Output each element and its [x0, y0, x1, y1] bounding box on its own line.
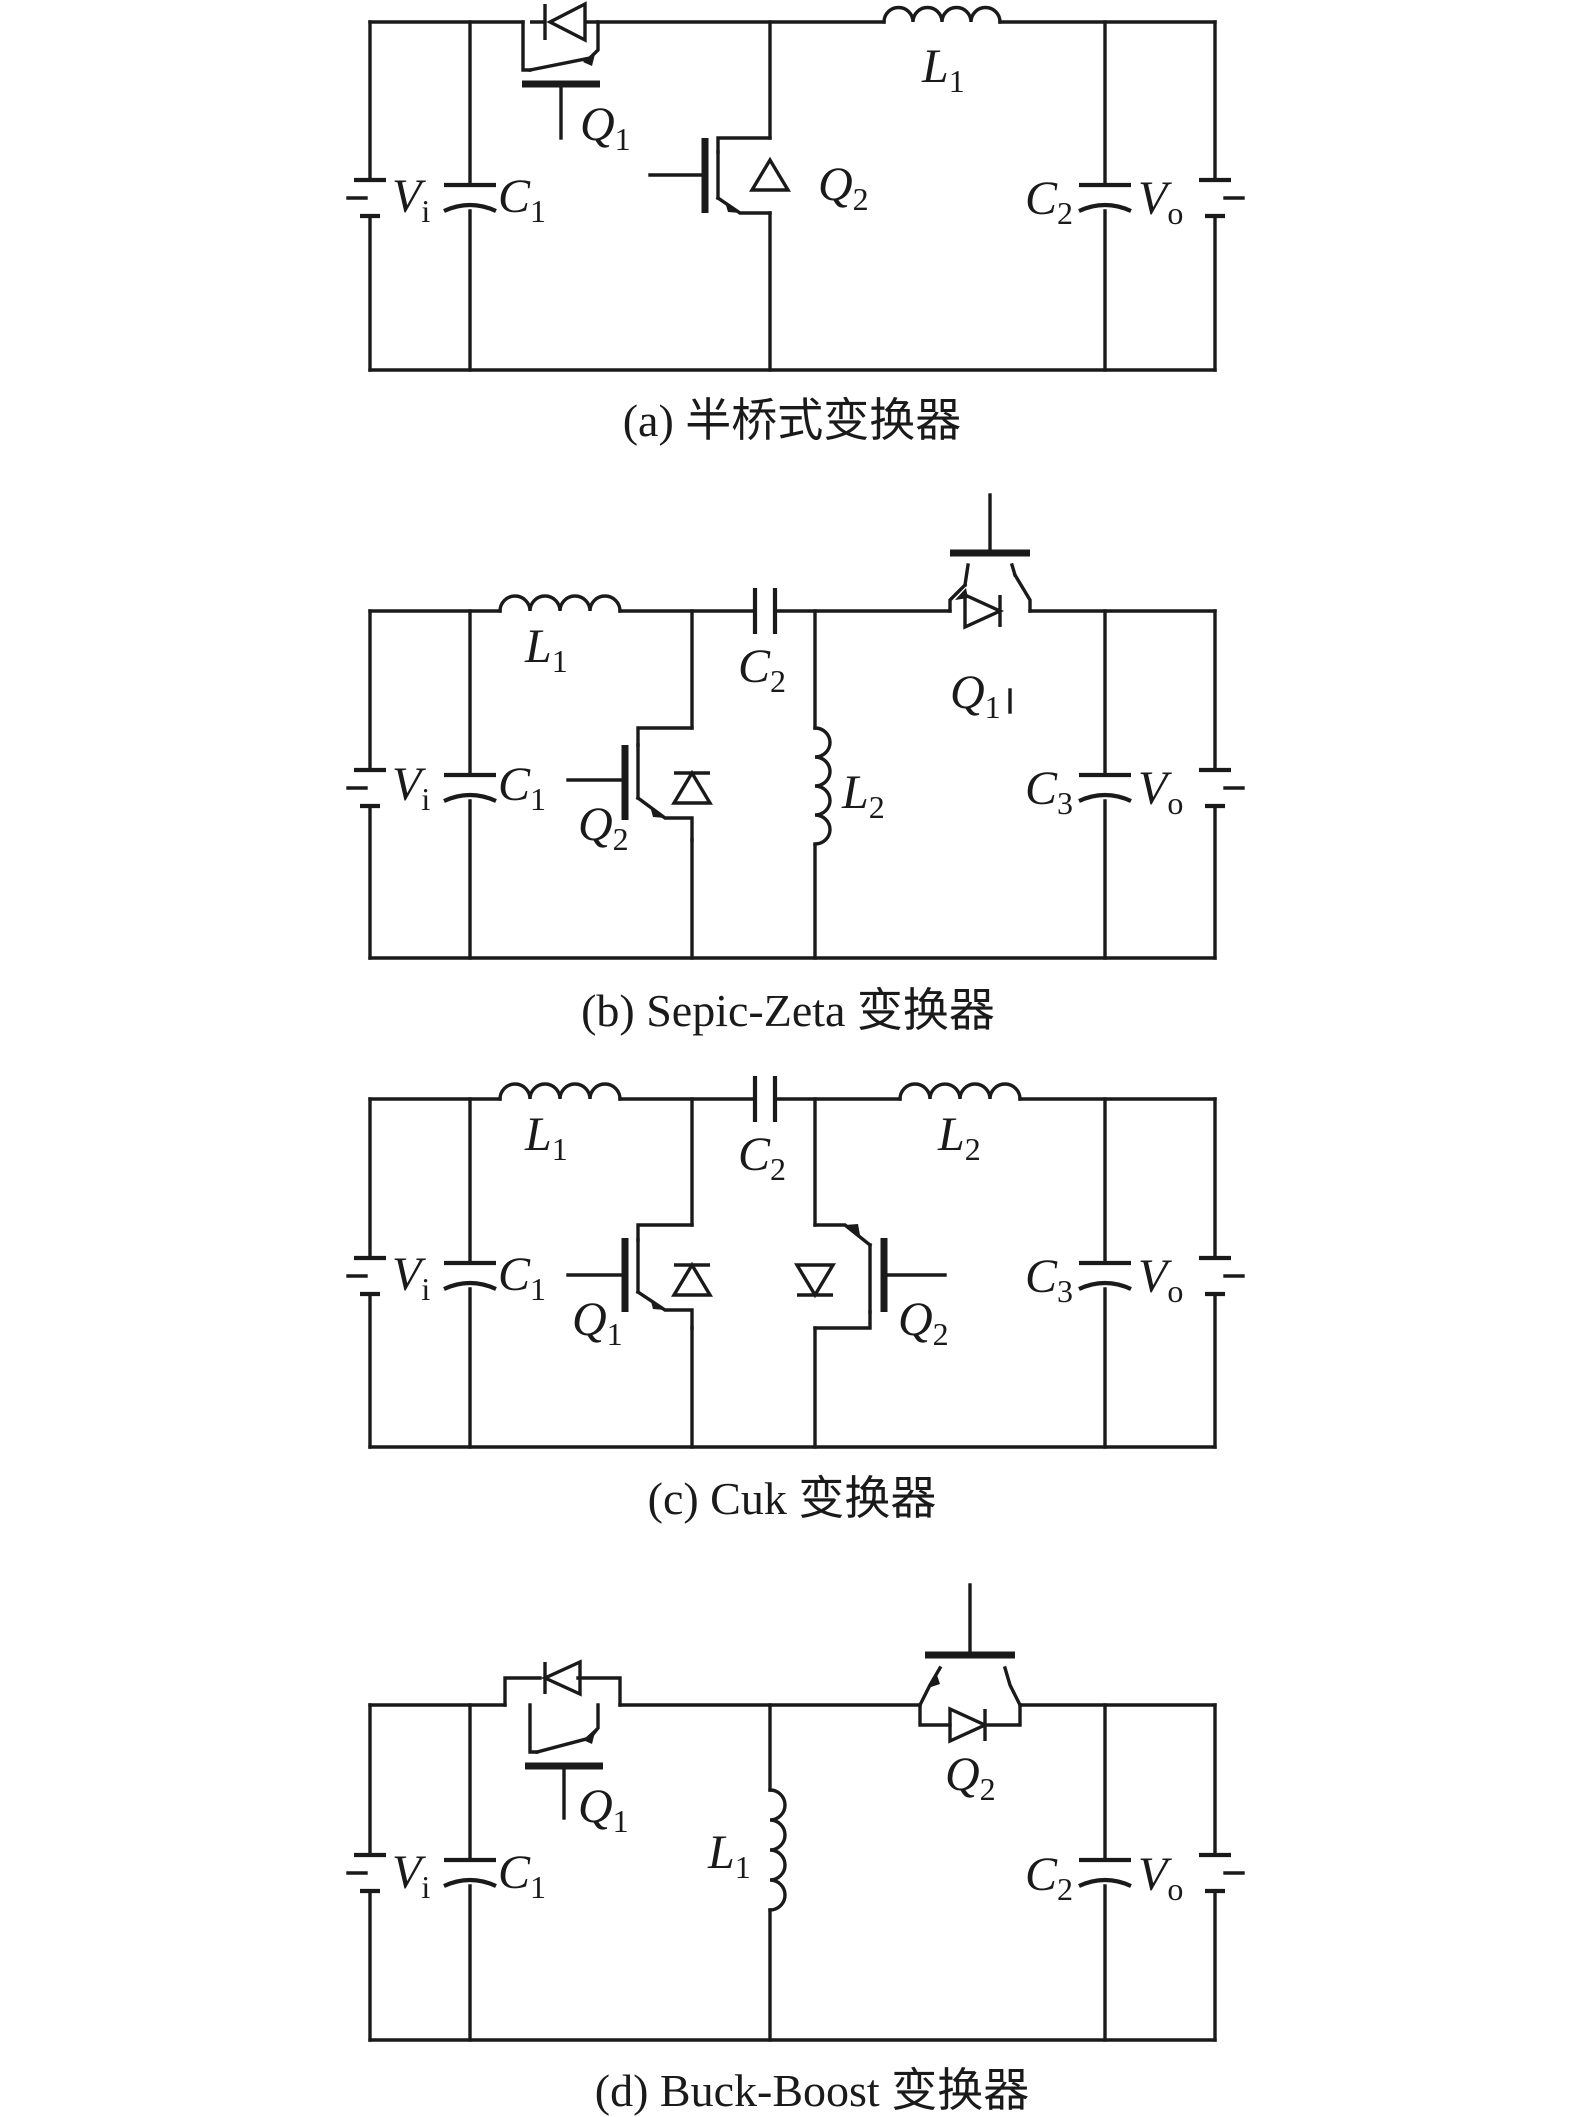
- panel-b-q1-igbt: [948, 493, 1032, 630]
- panel-c-label-c2: C2: [738, 1128, 786, 1187]
- panel-a-label-c1: C1: [498, 170, 546, 229]
- panel-a-vo-source: [1199, 177, 1245, 219]
- panel-d-buck-boost: Vi C1 Q1 L1 Q2 C2 Vo (d) Buck-Boost 变换器: [346, 1583, 1245, 2116]
- panel-a-c1-capacitor: [443, 182, 497, 213]
- panel-a-q2-igbt: [648, 136, 792, 215]
- panel-d-c2-capacitor: [1078, 1857, 1132, 1888]
- panel-c-c3-capacitor: [1078, 1260, 1132, 1291]
- panel-a-label-q1: Q1: [580, 98, 631, 157]
- panel-b-l1-inductor: [498, 594, 622, 613]
- panel-d-caption: (d) Buck-Boost 变换器: [595, 2065, 1029, 2116]
- panel-a-label-l1: L1: [921, 40, 965, 99]
- panel-b-c3-capacitor: [1078, 772, 1132, 803]
- panel-b-label-c1: C1: [498, 758, 546, 817]
- panel-a-wires: [368, 20, 1217, 372]
- panel-b-caption: (b) Sepic-Zeta 变换器: [581, 985, 995, 1036]
- panel-b-label-l1: L1: [524, 620, 568, 679]
- panel-a-label-q2: Q2: [818, 158, 869, 217]
- panel-a-q1-igbt: [521, 1, 600, 140]
- panel-d-label-q2: Q2: [945, 1748, 996, 1807]
- panel-b-label-q2: Q2: [578, 798, 629, 857]
- panel-c-label-q2: Q2: [898, 1293, 949, 1352]
- panel-a-label-c2: C2: [1025, 172, 1073, 231]
- panel-c-l2-inductor: [898, 1082, 1022, 1101]
- panel-b-vo-source: [1199, 767, 1245, 809]
- panel-b-label-l2: L2: [841, 766, 885, 825]
- panel-a-label-vi: Vi: [392, 170, 430, 229]
- panel-b-label-c2: C2: [738, 640, 786, 699]
- panel-d-label-vi: Vi: [392, 1846, 430, 1905]
- panel-c-label-l2: L2: [937, 1108, 981, 1167]
- panel-b-label-vo: Vo: [1138, 762, 1183, 821]
- panel-c-label-c3: C3: [1025, 1250, 1073, 1309]
- panel-b-label-c3: C3: [1025, 762, 1073, 821]
- panel-d-q1-igbt: [503, 1659, 622, 1820]
- panel-a-caption: (a) 半桥式变换器: [623, 395, 962, 446]
- panel-d-label-c2: C2: [1025, 1848, 1073, 1907]
- panel-d-wires: [368, 1703, 1217, 2042]
- panel-a-half-bridge: Vi C1 Q1 Q2 L1 C2 Vo (a) 半桥式变换器: [346, 1, 1245, 446]
- panel-c-label-l1: L1: [524, 1108, 568, 1167]
- panel-b-label-vi: Vi: [392, 758, 430, 817]
- panel-a-label-vo: Vo: [1138, 172, 1183, 231]
- panel-c-c1-capacitor: [443, 1260, 497, 1291]
- panel-c-vo-source: [1199, 1255, 1245, 1297]
- panel-d-q2-igbt: [917, 1583, 1023, 1744]
- panel-c-cuk: Vi C1 L1 Q1 C2 L2 Q2 C3 Vo (c) Cuk 变换器: [346, 1076, 1245, 1524]
- panel-b-label-q1: Q1: [950, 666, 1001, 725]
- panel-b-sepic-zeta: Vi C1 L1 Q2 C2 L2 Q1 C3 Vo (b) Sepic-Zet…: [346, 493, 1245, 1036]
- panel-d-label-q1: Q1: [578, 1780, 629, 1839]
- panel-c-c2-capacitor: [752, 1076, 778, 1122]
- panel-c-label-c1: C1: [498, 1248, 546, 1307]
- panel-b-l2-inductor: [813, 726, 832, 846]
- panel-a-l1-inductor: [882, 5, 1002, 24]
- panel-b-vi-source: [346, 767, 386, 809]
- panel-a-vi-source: [346, 177, 386, 219]
- panel-b-c2-capacitor: [752, 588, 778, 634]
- panel-c-l1-inductor: [498, 1082, 622, 1101]
- panel-d-c1-capacitor: [443, 1857, 497, 1888]
- panel-d-label-l1: L1: [707, 1826, 751, 1885]
- panel-c-wires: [368, 1097, 1217, 1449]
- panel-b-q2-igbt: [566, 726, 714, 842]
- panel-b-wires: [368, 609, 1217, 960]
- panel-c-q1-igbt: [566, 1223, 714, 1330]
- panel-c-label-vo: Vo: [1138, 1250, 1183, 1309]
- panel-c-vi-source: [346, 1255, 386, 1297]
- panel-a-c2-capacitor: [1078, 182, 1132, 213]
- panel-d-label-vo: Vo: [1138, 1848, 1183, 1907]
- panel-d-label-c1: C1: [498, 1846, 546, 1905]
- panel-b-c1-capacitor: [443, 772, 497, 803]
- panel-c-caption: (c) Cuk 变换器: [648, 1473, 937, 1524]
- panel-c-label-vi: Vi: [392, 1248, 430, 1307]
- panel-d-vo-source: [1199, 1852, 1245, 1894]
- panel-c-q2-igbt: [793, 1223, 947, 1330]
- panel-d-l1-inductor: [768, 1788, 787, 1912]
- panel-d-vi-source: [346, 1852, 386, 1894]
- panel-c-label-q1: Q1: [572, 1293, 623, 1352]
